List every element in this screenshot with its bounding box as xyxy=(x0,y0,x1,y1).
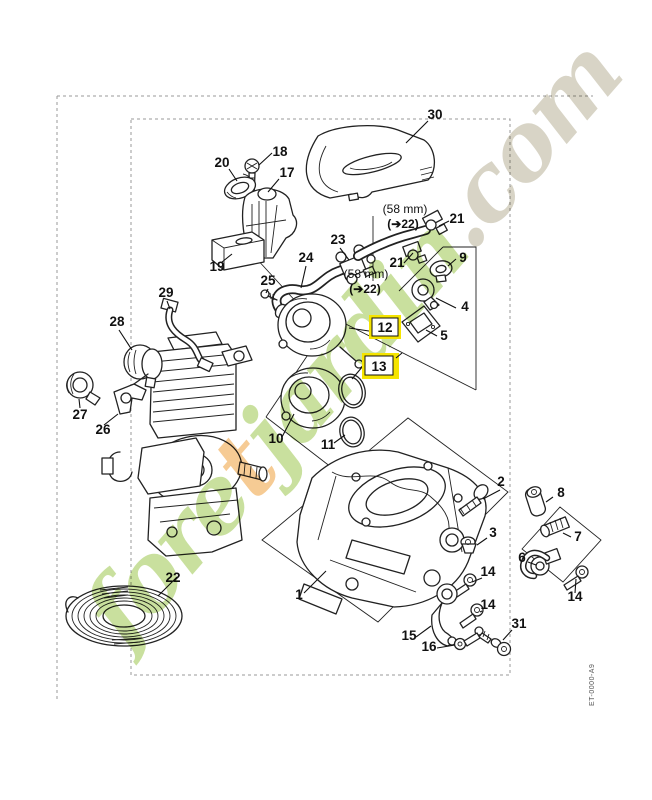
part-label-14-b: 14 xyxy=(480,597,496,612)
part-27-plug xyxy=(66,371,101,406)
part-label-3: 3 xyxy=(489,525,497,540)
part-29-hose-elbow xyxy=(160,297,214,373)
part-5-holder xyxy=(401,305,441,343)
part-label-24: 24 xyxy=(298,250,314,265)
part-1-crankcase xyxy=(296,449,487,615)
highlight-label-13: 13 xyxy=(362,352,403,379)
highlight-label-12: 12 xyxy=(369,315,401,339)
part-14-screw-b xyxy=(459,603,484,629)
part-11-o-ring-upper xyxy=(338,373,366,409)
part-label-5: 5 xyxy=(440,328,448,343)
part-label-19: 19 xyxy=(209,259,224,274)
part-6-elbow-hose xyxy=(520,547,562,580)
engine-cylinder-assembly xyxy=(101,331,268,557)
upper-fuel-hose xyxy=(353,225,431,261)
part-label-29: 29 xyxy=(158,285,173,300)
part-oil-pump-lower xyxy=(280,367,364,443)
part-label-18: 18 xyxy=(272,144,288,159)
part-label-8: 8 xyxy=(557,485,565,500)
part-label-12-highlighted: 12 xyxy=(377,320,392,335)
hose-length-annotation-lower: (58 mm) xyxy=(344,267,389,281)
part-label-10: 10 xyxy=(268,431,283,446)
part-8-sleeve xyxy=(524,486,547,517)
part-label-26: 26 xyxy=(95,422,111,437)
outer-dashed-border xyxy=(56,95,593,701)
part-14-screw-c xyxy=(563,565,589,591)
part-label-9: 9 xyxy=(459,250,467,265)
part-21-fitting-upper xyxy=(421,209,448,236)
part-4-clamp xyxy=(411,278,440,311)
part-label-14-a: 14 xyxy=(480,564,496,579)
part-oil-pump-upper xyxy=(277,293,364,369)
part-label-2: 2 xyxy=(497,474,505,489)
part-9-grommet xyxy=(429,260,453,283)
part-label-7: 7 xyxy=(574,529,582,544)
part-label-20: 20 xyxy=(214,155,229,170)
part-2-screw xyxy=(458,484,489,517)
part-label-31: 31 xyxy=(511,616,527,631)
part-label-22: 22 xyxy=(165,570,180,585)
part-label-21-upper: 21 xyxy=(449,211,465,226)
leader-lines xyxy=(78,120,577,649)
part-28-filter xyxy=(123,344,163,389)
part-23-valve-cluster xyxy=(335,244,376,285)
see-item-annotation-upper: (➔22) xyxy=(387,217,418,231)
part-label-14-c: 14 xyxy=(567,589,583,604)
document-code: ET-0000-A9 xyxy=(589,664,596,706)
part-label-6: 6 xyxy=(518,550,526,565)
part-label-30: 30 xyxy=(427,107,442,122)
part-label-27: 27 xyxy=(72,407,87,422)
see-item-annotation-lower: (➔22) xyxy=(349,282,380,296)
part-16-screw xyxy=(453,632,481,651)
part-20-grommet xyxy=(223,173,257,200)
part-22-coiled-hose xyxy=(65,585,183,647)
part-label-23: 23 xyxy=(330,232,346,247)
part-label-17: 17 xyxy=(279,165,294,180)
part-label-28: 28 xyxy=(109,314,125,329)
part-label-21-lower: 21 xyxy=(389,255,405,270)
part-3-plug xyxy=(460,536,477,554)
hose-length-annotation-upper: (58 mm) xyxy=(383,202,428,216)
part-label-16: 16 xyxy=(421,639,437,654)
part-11-o-ring-lower xyxy=(339,416,365,448)
part-21-fitting-lower xyxy=(402,240,428,264)
part-label-13-highlighted: 13 xyxy=(371,359,387,374)
part-15-lever xyxy=(431,583,458,647)
part-label-15: 15 xyxy=(401,628,417,643)
part-label-1: 1 xyxy=(295,587,303,602)
part-30-cover xyxy=(305,124,435,202)
part-label-11: 11 xyxy=(321,437,336,452)
part-label-4: 4 xyxy=(461,299,469,314)
part-label-25: 25 xyxy=(260,273,276,288)
part-19-filter-box xyxy=(211,231,265,271)
part-26-bracket xyxy=(113,373,149,415)
part-14-screw-a xyxy=(453,573,477,598)
part-7-fitting xyxy=(540,516,571,538)
